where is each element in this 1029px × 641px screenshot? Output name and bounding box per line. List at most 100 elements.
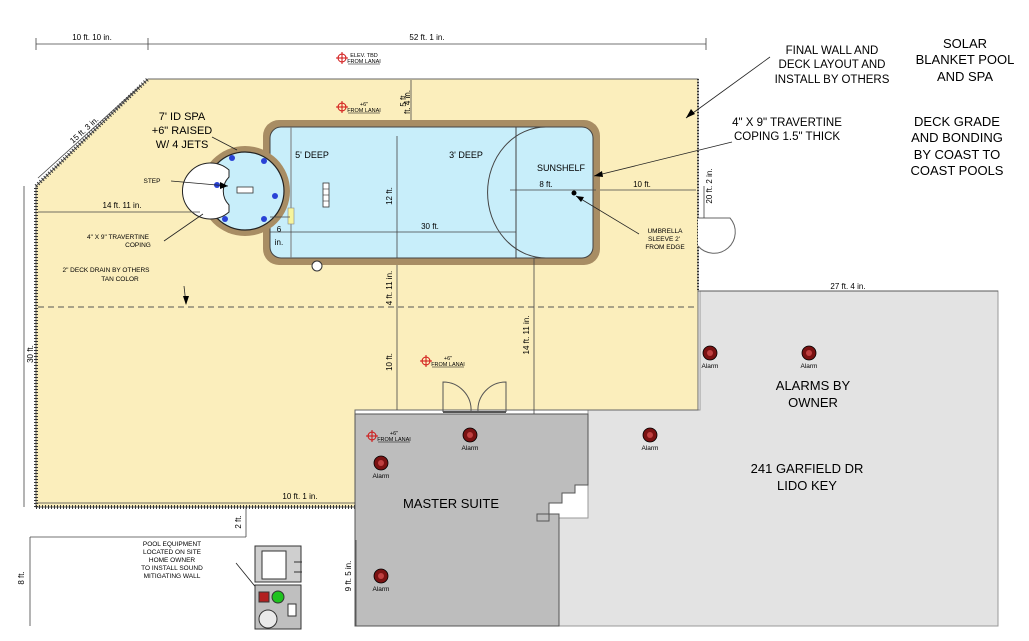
alarm-label: Alarm bbox=[373, 473, 390, 480]
spa-label-3: W/ 4 JETS bbox=[156, 139, 209, 151]
final-wall-line-3: INSTALL BY OTHERS bbox=[774, 73, 890, 86]
coping-left-2: COPING bbox=[125, 242, 151, 249]
coping-left-1: 4" X 9" TRAVERTINE bbox=[87, 234, 150, 241]
alarm-icon: Alarm bbox=[801, 345, 817, 370]
umbrella-2: SLEEVE 2' bbox=[648, 236, 680, 243]
spa-spillway bbox=[287, 207, 295, 225]
alarm-icon: Alarm bbox=[462, 427, 479, 452]
alarms-by-owner-1: ALARMS BY bbox=[776, 378, 851, 393]
equipment-filter bbox=[258, 609, 278, 629]
dim-v-8ft: 8 ft. bbox=[17, 571, 26, 584]
pool-equipment-5: MITIGATING WALL bbox=[144, 573, 201, 580]
dim-v-top-4in: ft. 4 in. bbox=[403, 90, 412, 114]
spa-drain bbox=[236, 186, 254, 194]
spa-label-1: 7' ID SPA bbox=[159, 111, 206, 123]
pool-equipment-4: TO INSTALL SOUND bbox=[141, 565, 203, 572]
dim-sunshelf-10: 10 ft. bbox=[633, 180, 651, 189]
pool-equipment-1: POOL EQUIPMENT bbox=[143, 541, 201, 548]
side-door bbox=[697, 217, 736, 254]
pool-equipment-3: HOME OWNER bbox=[149, 557, 196, 564]
address-1: 241 GARFIELD DR bbox=[751, 461, 864, 476]
dim-step-6: 6 bbox=[277, 225, 282, 234]
final-wall-line-2: DECK LAYOUT AND bbox=[778, 59, 886, 72]
alarm-icon: Alarm bbox=[702, 345, 719, 370]
deck-wall bbox=[34, 77, 150, 507]
deck-grade-line-4: COAST POOLS bbox=[910, 162, 1004, 178]
deck-grade-note: DECK GRADE AND BONDING BY COAST TO COAST… bbox=[893, 114, 1021, 179]
deck-grade-line-3: BY COAST TO bbox=[913, 146, 1001, 162]
equipment-pump-icon bbox=[271, 590, 285, 604]
umbrella-3: FROM EDGE bbox=[645, 244, 685, 251]
dim-v-2ft: 2 ft. bbox=[234, 515, 243, 528]
elevation-marker-sublabel: FROM LANAI bbox=[347, 59, 381, 65]
dim-left-height: 30 ft. bbox=[26, 345, 35, 363]
solar-line-1: SOLAR bbox=[942, 36, 988, 51]
solar-line-3: AND SPA bbox=[936, 68, 994, 84]
solar-note: SOLAR BLANKET POOL AND SPA bbox=[902, 36, 1028, 85]
pool-labels: 7' ID SPA +6" RAISED W/ 4 JETS 5' DEEP 3… bbox=[62, 111, 863, 580]
address-2: LIDO KEY bbox=[777, 478, 837, 493]
dim-v-4-11: 4 ft. 11 in. bbox=[385, 271, 394, 306]
pool-equipment-2: LOCATED ON SITE bbox=[143, 549, 202, 556]
dim-v-top-5: 5 ft. bbox=[399, 93, 408, 106]
sunshelf-label: SUNSHELF bbox=[537, 163, 586, 173]
solar-line-2: BLANKET POOL bbox=[915, 52, 1015, 68]
dim-pool-30: 30 ft. bbox=[421, 222, 439, 231]
step-label: STEP bbox=[144, 178, 161, 185]
master-suite-label: MASTER SUITE bbox=[403, 496, 499, 511]
spa-jet-icon bbox=[229, 155, 235, 161]
depth-3-label: 3' DEEP bbox=[449, 150, 483, 160]
elevation-marker-label: +6" bbox=[390, 431, 398, 437]
final-wall-note: FINAL WALL AND DECK LAYOUT AND INSTALL B… bbox=[762, 44, 902, 87]
elevation-marker-sublabel: FROM LANAI bbox=[377, 437, 411, 443]
coping-right-line-2: COPING 1.5" THICK bbox=[733, 131, 841, 144]
alarm-icon: Alarm bbox=[373, 568, 390, 593]
equipment-heater bbox=[261, 550, 287, 580]
dim-bottom-10-1: 10 ft. 1 in. bbox=[282, 492, 317, 501]
elevation-marker-label: +6" bbox=[360, 102, 368, 108]
alarm-label: Alarm bbox=[642, 445, 659, 452]
dim-right-small: 20 ft. 2 in. bbox=[705, 168, 714, 203]
pool-water bbox=[269, 126, 594, 259]
alarm-label: Alarm bbox=[702, 363, 719, 370]
final-wall-line-1: FINAL WALL AND bbox=[785, 45, 879, 57]
elevation-marker-icon: +6"FROM LANAI bbox=[366, 430, 411, 443]
spa-jet-icon bbox=[261, 158, 267, 164]
elevation-marker-label: ELEV. TBD bbox=[350, 53, 378, 59]
alarm-label: Alarm bbox=[373, 586, 390, 593]
umbrella-1: UMBRELLA bbox=[647, 228, 683, 235]
french-doors bbox=[442, 381, 507, 413]
dim-v-9-5: 9 ft. 5 in. bbox=[344, 561, 353, 592]
dim-step-in: in. bbox=[275, 238, 283, 247]
elevation-marker-icon: +6"FROM LANAI bbox=[420, 355, 465, 368]
pool-equipment-pad bbox=[254, 545, 302, 630]
spa-bench bbox=[181, 162, 230, 220]
elevation-marker-sublabel: FROM LANAI bbox=[431, 362, 465, 368]
coping-right-line-1: 4" X 9" TRAVERTINE bbox=[732, 117, 842, 129]
deck-drain-1: 2" DECK DRAIN BY OTHERS bbox=[62, 267, 150, 274]
dim-spa-to-wall: 14 ft. 11 in. bbox=[103, 201, 142, 210]
pool-light-icon bbox=[311, 260, 323, 272]
deck-grade-line-2: AND BONDING bbox=[911, 130, 1003, 146]
spa-jet-icon bbox=[261, 216, 267, 222]
dim-v-10: 10 ft. bbox=[385, 353, 394, 371]
elevation-marker-sublabel: FROM LANAI bbox=[347, 108, 381, 114]
dim-v-14-11: 14 ft. 11 in. bbox=[522, 316, 531, 355]
dimension-labels: 10 ft. 10 in. 52 ft. 1 in. 15 ft. 3 in. … bbox=[17, 33, 866, 591]
dim-right-lot: 27 ft. 4 in. bbox=[830, 282, 865, 291]
spa-jet-icon bbox=[272, 193, 278, 199]
spa-jet-icon bbox=[222, 216, 228, 222]
deck-drain-2: TAN COLOR bbox=[101, 276, 139, 283]
master-suite bbox=[354, 413, 589, 627]
coping-right-note: 4" X 9" TRAVERTINE COPING 1.5" THICK bbox=[712, 116, 862, 145]
dimension-lines bbox=[23, 38, 998, 626]
arrow-heads bbox=[183, 109, 695, 305]
spa-label-2: +6" RAISED bbox=[152, 125, 213, 137]
depth-5-label: 5' DEEP bbox=[295, 150, 329, 160]
alarms-by-owner-2: OWNER bbox=[788, 395, 838, 410]
alarm-label: Alarm bbox=[462, 445, 479, 452]
